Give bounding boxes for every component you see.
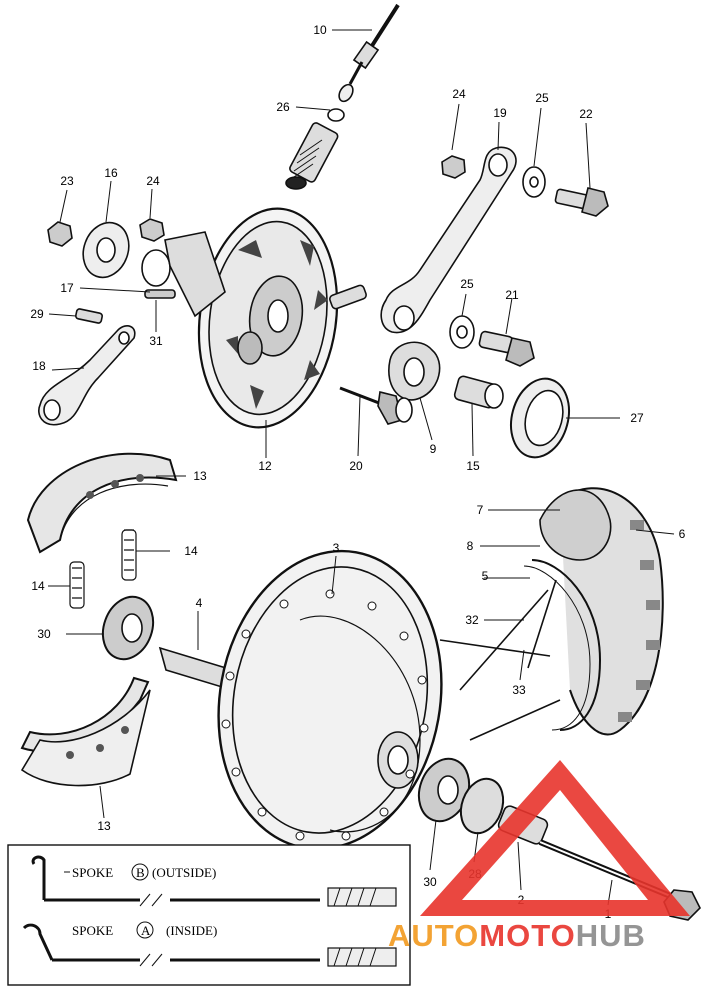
- small-hardware-left: [47, 218, 226, 318]
- brake-springs: [69, 529, 137, 609]
- callout-14: 14: [31, 579, 45, 593]
- callout-7: 7: [477, 503, 484, 517]
- callout-24: 24: [452, 87, 466, 101]
- callout-26: 26: [276, 100, 290, 114]
- spoke-b-letter: B: [136, 865, 145, 880]
- tire-and-rim: [439, 487, 664, 741]
- callout-23: 23: [60, 174, 74, 188]
- callout-15: 15: [466, 459, 480, 473]
- callout-13: 13: [193, 469, 207, 483]
- callout-27: 27: [630, 411, 644, 425]
- callout-14: 14: [184, 544, 198, 558]
- callout-33: 33: [512, 683, 526, 697]
- leader-lines: [48, 29, 675, 906]
- callout-31: 31: [149, 334, 163, 348]
- brake-panel: [197, 207, 367, 429]
- callout-17: 17: [60, 281, 74, 295]
- callout-21: 21: [505, 288, 519, 302]
- callout-19: 19: [493, 106, 507, 120]
- callout-29: 29: [30, 307, 44, 321]
- spoke-b-word: SPOKE: [72, 865, 113, 880]
- callout-4: 4: [196, 596, 203, 610]
- callout-10: 10: [313, 23, 327, 37]
- speedometer-cable: [338, 3, 400, 103]
- callout-18: 18: [32, 359, 46, 373]
- cable-end-fitting: [285, 108, 345, 190]
- callout-30: 30: [423, 875, 437, 889]
- callout-32: 32: [465, 613, 479, 627]
- watermark-logo: AUTOMOTOHUB: [388, 760, 690, 953]
- callout-9: 9: [430, 442, 437, 456]
- callout-5: 5: [482, 569, 489, 583]
- callout-8: 8: [467, 539, 474, 553]
- callout-13: 13: [97, 819, 111, 833]
- spoke-b-row: [31, 855, 397, 907]
- callout-12: 12: [258, 459, 272, 473]
- callout-30: 30: [37, 627, 51, 641]
- spoke-a-position: (INSIDE): [166, 923, 217, 938]
- callout-25: 25: [535, 91, 549, 105]
- spoke-b-position: (OUTSIDE): [152, 865, 216, 880]
- wheel-hub: [217, 549, 443, 851]
- callout-24: 24: [146, 174, 160, 188]
- callout-3: 3: [333, 541, 340, 555]
- parts-artwork: [20, 3, 701, 921]
- brake-rod: [380, 146, 609, 334]
- callout-25: 25: [460, 277, 474, 291]
- watermark-triangle-icon: [420, 760, 690, 916]
- brake-shoe-upper: [26, 452, 178, 554]
- callout-20: 20: [349, 459, 363, 473]
- spoke-a-letter: A: [141, 923, 151, 938]
- watermark-text: AUTOMOTOHUB: [388, 918, 646, 953]
- callout-16: 16: [104, 166, 118, 180]
- bearings-and-spacer: [101, 595, 471, 823]
- washer-and-bolt: [449, 315, 535, 367]
- sleeve-and-seal: [453, 375, 570, 459]
- callout-22: 22: [579, 107, 593, 121]
- brake-arm: [38, 308, 136, 426]
- spoke-a-word: SPOKE: [72, 923, 113, 938]
- callout-6: 6: [679, 527, 686, 541]
- brake-shoe-lower: [20, 676, 151, 787]
- spoke-a-row: [22, 921, 397, 967]
- speedometer-gearbox: [339, 341, 441, 425]
- spoke-legend: SPOKE B (OUTSIDE) SPOKE A (INSIDE): [7, 844, 411, 986]
